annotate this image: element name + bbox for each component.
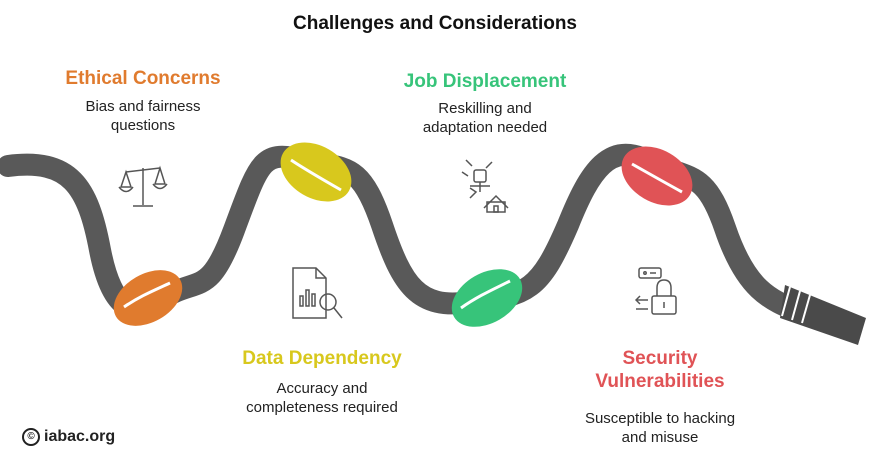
knot-job [451,269,523,327]
data-dependency-desc-line2: completeness required [246,399,398,416]
ethical-concerns-desc-line1: Bias and fairness [85,98,201,115]
data-dependency-desc-line1: Accuracy and [276,380,368,397]
job-displacement-desc-line2: adaptation needed [422,119,548,136]
job-displacement-title: Job Displacement [403,71,567,92]
document-search-icon [292,267,343,319]
knot-security [621,146,693,206]
copyright-icon: © [22,428,40,446]
knot-ethical [113,270,183,326]
security-title-line1: Security [622,348,698,369]
job-displacement-desc-line1: Reskilling and [438,100,532,117]
security-desc-line1: Susceptible to hacking [584,410,736,427]
lock-icon [634,267,677,315]
brand-label: © iabac.org [22,428,115,446]
job-displacement-desc: Reskilling and adaptation needed [365,99,605,137]
security-vulnerabilities-desc: Susceptible to hacking and misuse [548,409,772,447]
security-title-line2: Vulnerabilities [595,371,725,392]
scales-icon [118,165,168,207]
robot-house-icon [461,159,509,213]
ethical-concerns-title: Ethical Concerns [65,68,221,89]
knot-data [280,142,352,202]
ethical-concerns-desc: Bias and fairness questions [33,97,253,135]
brand-name: iabac.org [44,428,116,445]
ethical-concerns-desc-line2: questions [110,117,176,134]
diagram-title: Challenges and Considerations [293,13,577,34]
data-dependency-title: Data Dependency [242,348,402,369]
rope-end [780,285,866,345]
security-vulnerabilities-title: Security Vulnerabilities [548,347,772,393]
data-dependency-desc: Accuracy and completeness required [210,379,434,417]
security-desc-line2: and misuse [621,429,699,446]
